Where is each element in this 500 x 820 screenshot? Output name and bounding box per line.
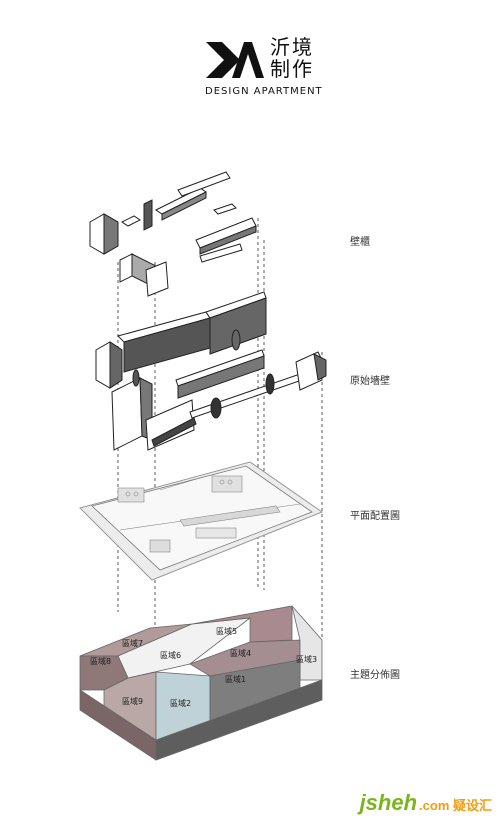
zone-9-label: 區域9: [122, 696, 143, 706]
layer-original-walls: [95, 291, 327, 451]
watermark-text: jsheh: [359, 790, 418, 815]
zone-8-label: 區域8: [90, 656, 111, 666]
brand-name-en: DESIGN APARTMENT: [205, 86, 323, 97]
brand-logo-icon: [206, 42, 264, 78]
watermark: jsheh.com 疑设汇: [360, 790, 492, 816]
layer-label-floor-plan: 平面配置圖: [350, 511, 400, 522]
zone-5-label: 區域5: [216, 626, 237, 636]
zone-3-label: 區域3: [296, 654, 317, 664]
layer-theme-zones: [79, 605, 323, 761]
brand-name-cn: 沂境制作: [270, 35, 314, 81]
layer-label-theme-distribution: 主題分佈圖: [350, 670, 400, 681]
layer-floor-plan: [79, 461, 324, 581]
layer-label-original-walls: 原始墻壁: [350, 376, 390, 387]
zone-4-label: 區域4: [230, 648, 251, 658]
zone-2-label: 區域2: [170, 698, 191, 708]
zone-3-area: [291, 605, 323, 681]
watermark-suffix: .com 疑设汇: [419, 798, 492, 813]
zone-7-label: 區域7: [122, 638, 143, 648]
zone-6-label: 區域6: [160, 650, 181, 660]
zone-1-label: 區域1: [225, 674, 246, 684]
layer-cabinets: [89, 171, 257, 297]
header: 沂境制作 DESIGN APARTMENT: [0, 0, 500, 110]
layer-label-cabinets: 壁櫃: [350, 237, 370, 248]
